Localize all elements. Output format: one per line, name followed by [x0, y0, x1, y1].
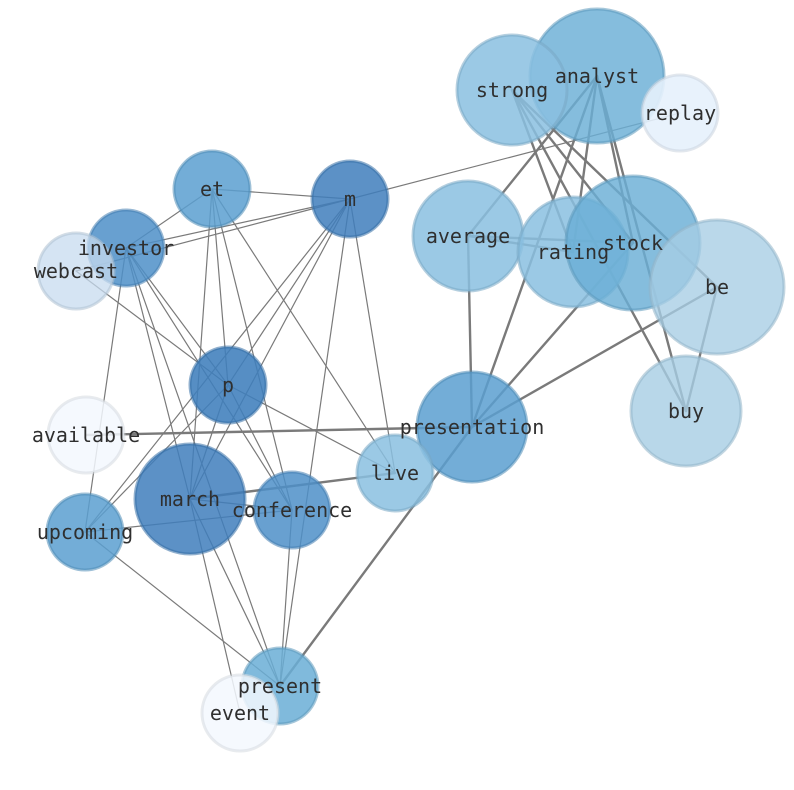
node-event[interactable] — [200, 673, 280, 753]
node-label-strong: strong — [476, 78, 548, 102]
edge-m-live — [349, 198, 396, 474]
edge-presentation-available — [84, 425, 474, 437]
edge-m-march — [189, 198, 351, 500]
node-label-rating: rating — [537, 240, 609, 264]
node-label-webcast: webcast — [34, 259, 118, 283]
edge-et-live — [211, 188, 396, 474]
node-layer — [36, 7, 786, 753]
node-label-p: p — [222, 373, 234, 397]
node-label-average: average — [426, 224, 510, 248]
node-et[interactable] — [172, 149, 252, 229]
node-march[interactable] — [133, 442, 247, 556]
node-label-upcoming: upcoming — [37, 520, 133, 544]
node-replay[interactable] — [640, 73, 720, 153]
node-label-stock: stock — [603, 231, 663, 255]
node-label-analyst: analyst — [555, 64, 639, 88]
node-label-buy: buy — [668, 399, 704, 423]
node-available[interactable] — [46, 395, 126, 475]
node-label-available: available — [32, 423, 140, 447]
node-label-investor: investor — [78, 236, 174, 260]
node-label-replay: replay — [644, 101, 716, 125]
edge-upcoming-present — [84, 531, 281, 687]
node-label-event: event — [210, 701, 270, 725]
node-presentation[interactable] — [415, 370, 529, 484]
edge-investor-upcoming — [84, 247, 127, 533]
node-label-live: live — [371, 461, 419, 485]
node-label-conference: conference — [232, 498, 352, 522]
edge-et-conference — [211, 188, 293, 511]
node-strong[interactable] — [455, 33, 569, 147]
node-label-presentation: presentation — [400, 415, 545, 439]
node-buy[interactable] — [629, 354, 743, 468]
node-label-et: et — [200, 177, 224, 201]
edge-m-present — [279, 198, 351, 687]
node-be[interactable] — [648, 218, 786, 356]
node-m[interactable] — [310, 159, 390, 239]
node-webcast[interactable] — [36, 231, 116, 311]
node-label-present: present — [238, 674, 322, 698]
node-live[interactable] — [355, 433, 435, 513]
node-label-be: be — [705, 275, 729, 299]
edge-layer — [75, 74, 719, 714]
node-upcoming[interactable] — [45, 492, 125, 572]
node-label-m: m — [344, 187, 356, 211]
node-label-march: march — [160, 487, 220, 511]
node-conference[interactable] — [252, 470, 332, 550]
node-p[interactable] — [188, 345, 268, 425]
